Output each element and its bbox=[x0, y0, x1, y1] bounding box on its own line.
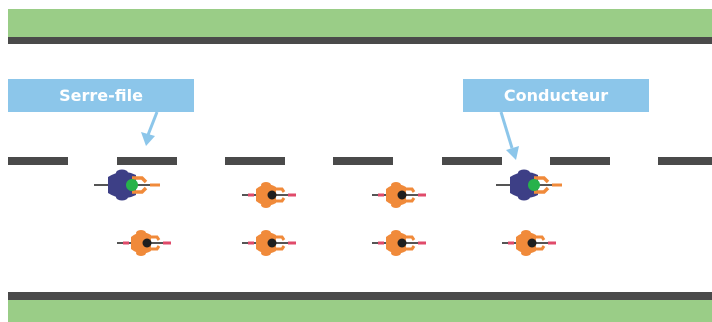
rider bbox=[242, 182, 296, 208]
road-edge-bottom bbox=[8, 292, 712, 300]
lane-dash bbox=[8, 157, 68, 165]
arrow-leader bbox=[501, 112, 519, 160]
rider-leader bbox=[496, 170, 562, 201]
lane-dash bbox=[442, 157, 502, 165]
rider bbox=[502, 230, 556, 256]
road-edge-top bbox=[8, 37, 712, 44]
label-leader: Conducteur bbox=[463, 79, 649, 112]
rider bbox=[242, 230, 296, 256]
lane-dash bbox=[117, 157, 177, 165]
lane-dash bbox=[333, 157, 393, 165]
lane-dash bbox=[550, 157, 610, 165]
lane-dash bbox=[658, 157, 712, 165]
grass-top bbox=[8, 9, 712, 37]
rider bbox=[372, 182, 426, 208]
rider-rear-marshal bbox=[94, 170, 160, 201]
lane-divider bbox=[8, 157, 712, 165]
grass-bottom bbox=[8, 300, 712, 322]
arrow-rear-marshal bbox=[141, 112, 157, 146]
label-rear-marshal: Serre-file bbox=[8, 79, 194, 112]
rider bbox=[117, 230, 171, 256]
rider bbox=[372, 230, 426, 256]
lane-dash bbox=[225, 157, 285, 165]
